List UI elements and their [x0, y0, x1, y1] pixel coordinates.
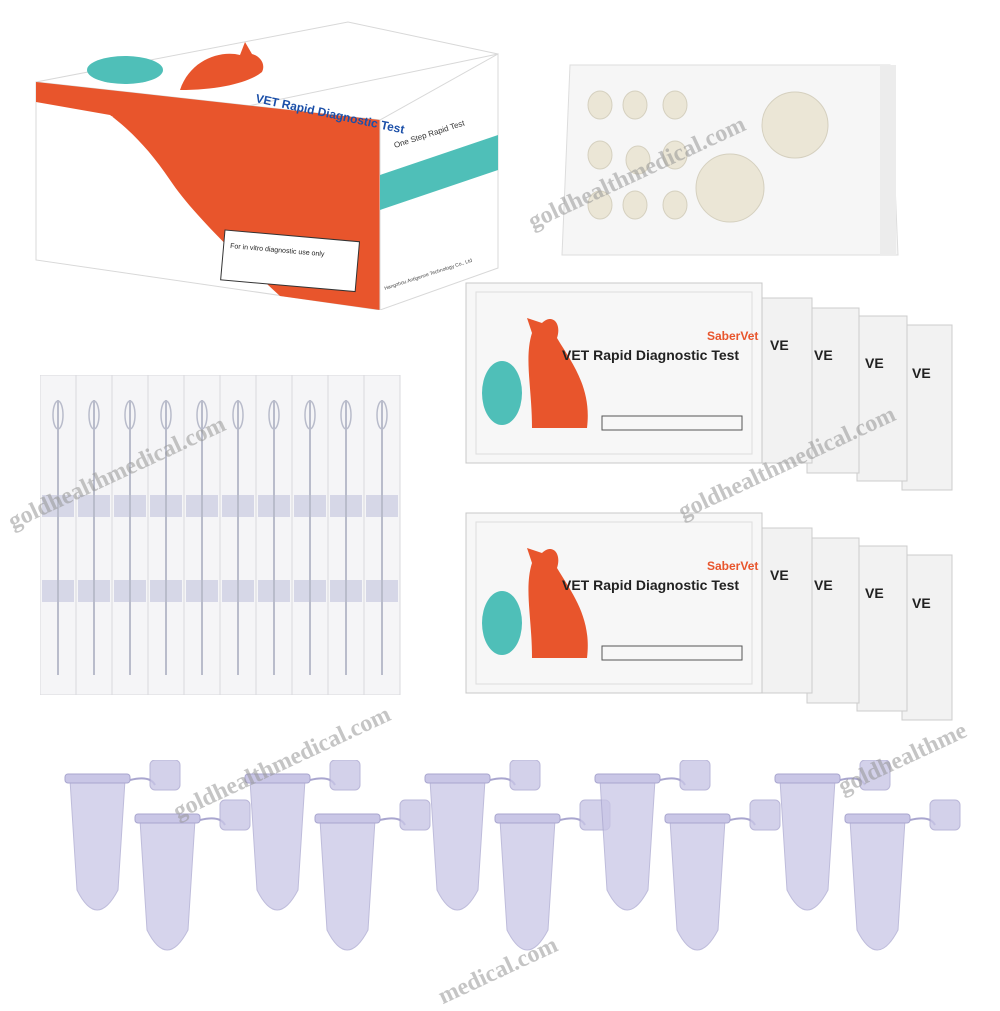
dropper-pack	[75, 375, 113, 695]
ivd-label	[220, 229, 361, 293]
pouch-product: VET Rapid Diagnostic Test	[562, 347, 739, 363]
pouch-brand: SaberVet	[707, 559, 758, 573]
sample-tube	[594, 760, 711, 911]
sample-tube	[844, 799, 961, 951]
pouch-stack-bottom: VE VE VE VE SaberVet VET Rapid Diagnosti…	[465, 512, 953, 721]
pouch-stack-label: VE	[912, 595, 931, 611]
dropper-pack	[291, 375, 329, 695]
dropper-pack	[255, 375, 293, 695]
dog-silhouette	[180, 42, 264, 90]
pouch-stack-label: VE	[814, 577, 833, 593]
dropper-pack	[327, 375, 365, 695]
box-brand: SaberVet	[60, 108, 115, 128]
pouch-stack-label: VE	[770, 567, 789, 583]
tube-rack	[561, 64, 899, 256]
dropper-pack	[111, 375, 149, 695]
dropper-pack	[219, 375, 257, 695]
pouch-back	[761, 297, 953, 491]
sample-tube	[494, 799, 611, 951]
pouch-brand: SaberVet	[707, 329, 758, 343]
cat-silhouette	[87, 56, 163, 84]
dropper-packs	[40, 375, 401, 695]
pouch-stack-label: VE	[865, 585, 884, 601]
dropper-pack	[40, 375, 77, 695]
cat-silhouette	[482, 361, 522, 425]
dog-silhouette	[527, 318, 588, 428]
pouch-front: SaberVet VET Rapid Diagnostic Test	[465, 282, 763, 464]
sample-tube	[774, 760, 891, 911]
product-box: SaberVet VET Rapid Diagnostic Test One S…	[35, 21, 499, 310]
pouch-stack-label: VE	[814, 347, 833, 363]
pouch-stack-label: VE	[912, 365, 931, 381]
cat-silhouette	[482, 591, 522, 655]
dog-silhouette	[527, 548, 588, 658]
pouch-product: VET Rapid Diagnostic Test	[562, 577, 739, 593]
sample-tube	[134, 799, 251, 951]
sample-tube	[244, 760, 361, 911]
dropper-pack	[363, 375, 401, 695]
sample-tube	[424, 760, 541, 911]
pouch-stack-label: VE	[865, 355, 884, 371]
pouch-stack-top: VE VE VE VE SaberVet VET Rapid Diagnosti…	[465, 282, 953, 491]
pouch-stack-label: VE	[770, 337, 789, 353]
pouch-front: SaberVet VET Rapid Diagnostic Test	[465, 512, 763, 694]
sample-tubes	[64, 760, 961, 951]
sample-tube	[664, 799, 781, 951]
sample-tube	[64, 760, 181, 911]
pouch-back	[761, 527, 953, 721]
dropper-pack	[147, 375, 185, 695]
sample-tube	[314, 799, 431, 951]
